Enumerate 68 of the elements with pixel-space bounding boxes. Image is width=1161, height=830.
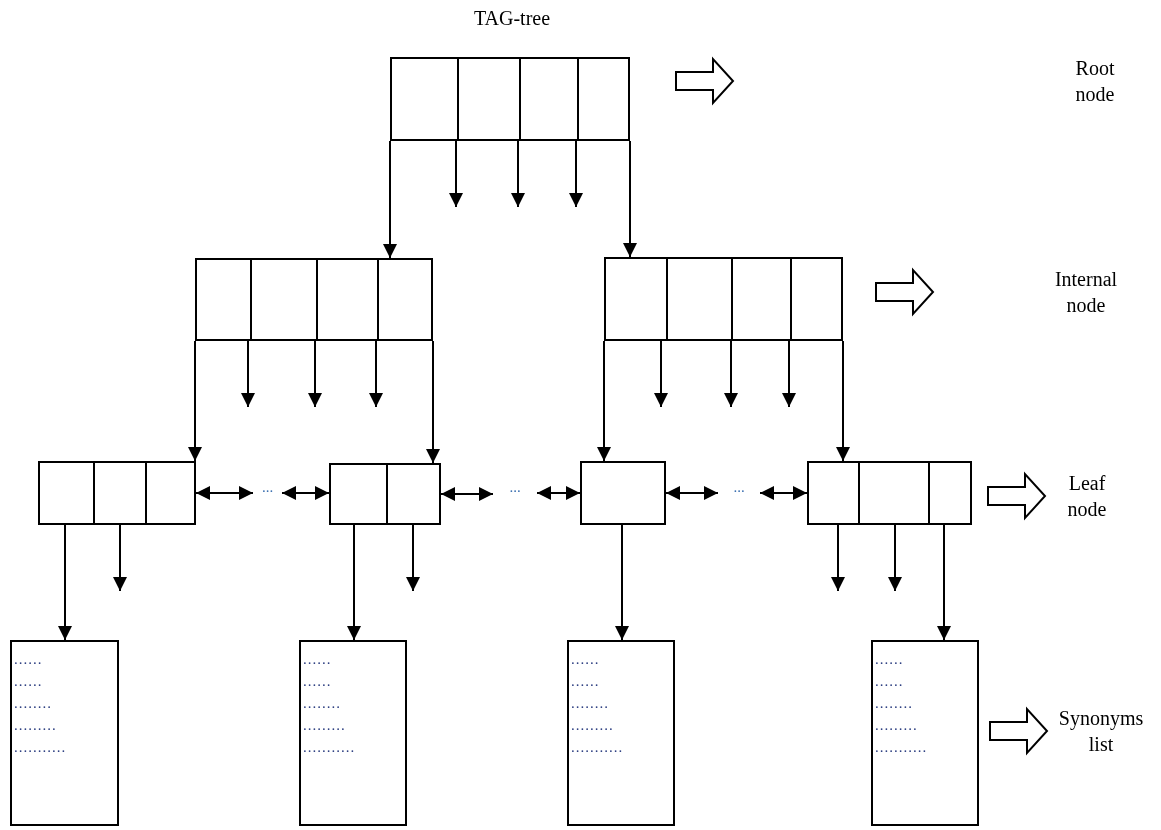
ellipsis: ...: [718, 480, 760, 506]
record-box: [38, 461, 196, 525]
dotted-entry: ...........: [875, 738, 928, 757]
dotted-entry: .........: [14, 716, 57, 735]
dotted-entry: ......: [14, 650, 43, 669]
dotted-entry: .........: [303, 716, 346, 735]
record-box: [580, 461, 666, 525]
record-box: [807, 461, 972, 525]
dotted-entry: ........: [14, 694, 52, 713]
dotted-entry: .........: [875, 716, 918, 735]
dotted-entry: ......: [303, 672, 332, 691]
record-box: [329, 463, 441, 525]
dotted-entry: ......: [303, 650, 332, 669]
arrow: [623, 140, 637, 258]
arrow: [654, 340, 668, 408]
synonym-list-box: [299, 640, 407, 826]
arrow: [440, 487, 494, 501]
arrow: [195, 486, 254, 500]
arrow: [113, 524, 127, 592]
arrow: [241, 340, 255, 408]
dotted-entry: ......: [571, 672, 600, 691]
arrow: [831, 524, 845, 592]
arrow: [597, 340, 611, 462]
arrow: [426, 340, 440, 464]
synonym-list-box: [10, 640, 119, 826]
level-label: Leaf node: [1066, 471, 1108, 522]
ellipsis: ...: [253, 480, 282, 506]
arrow: [188, 340, 202, 462]
arrow: [536, 486, 581, 500]
record-box: [195, 258, 433, 341]
record-box: [390, 57, 630, 141]
dotted-entry: ........: [875, 694, 913, 713]
arrow: [615, 524, 629, 641]
arrow: [759, 486, 808, 500]
dotted-entry: ........: [571, 694, 609, 713]
arrow: [347, 524, 361, 641]
arrow: [836, 340, 850, 462]
level-label: Synonyms list: [1057, 706, 1145, 757]
arrow: [58, 524, 72, 641]
dotted-entry: ...........: [14, 738, 67, 757]
record-box: [604, 257, 843, 341]
dotted-entry: .........: [571, 716, 614, 735]
arrow: [406, 524, 420, 592]
arrow: [937, 524, 951, 641]
arrow: [281, 486, 330, 500]
arrow: [308, 340, 322, 408]
arrow: [888, 524, 902, 592]
dotted-entry: ........: [303, 694, 341, 713]
synonym-list-box: [567, 640, 675, 826]
dotted-entry: ......: [875, 672, 904, 691]
dotted-entry: ...........: [571, 738, 624, 757]
arrow: [383, 140, 397, 259]
arrow: [511, 140, 525, 208]
dotted-entry: ......: [14, 672, 43, 691]
dotted-entry: ......: [875, 650, 904, 669]
dotted-entry: ......: [571, 650, 600, 669]
level-label: Root node: [1074, 56, 1116, 107]
diagram-title: TAG-tree: [472, 6, 552, 30]
arrow: [665, 486, 719, 500]
arrow: [724, 340, 738, 408]
dotted-entry: ...........: [303, 738, 356, 757]
arrow: [569, 140, 583, 208]
arrow: [369, 340, 383, 408]
arrow: [782, 340, 796, 408]
synonym-list-box: [871, 640, 979, 826]
arrow: [449, 140, 463, 208]
ellipsis: ...: [493, 480, 537, 506]
level-label: Internal node: [1053, 267, 1119, 318]
